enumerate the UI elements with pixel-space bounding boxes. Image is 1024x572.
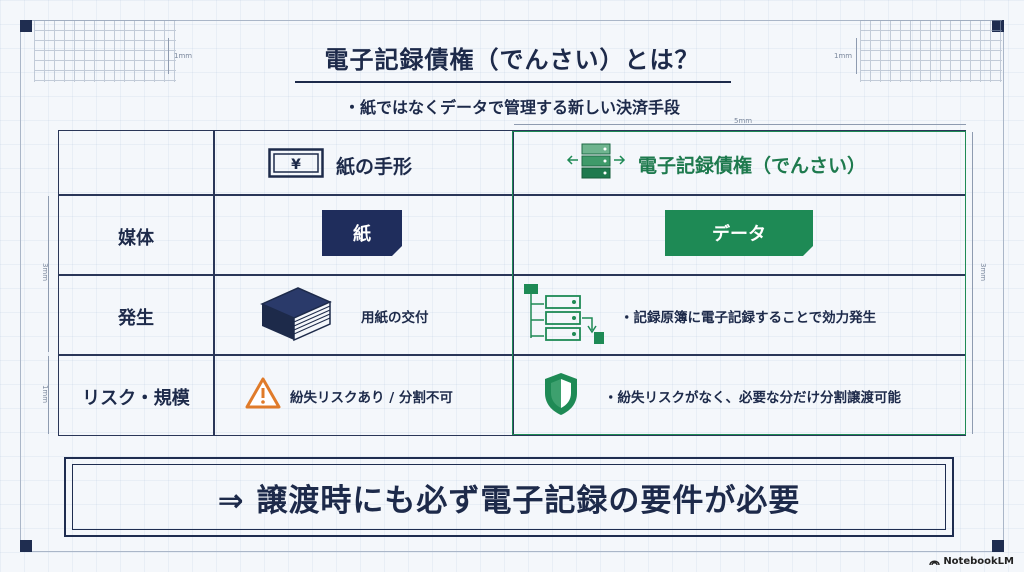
- row-label-medium: 媒体: [118, 228, 154, 249]
- yen-banknote-icon: ¥: [268, 148, 324, 182]
- dimension-label: 5mm: [734, 117, 753, 125]
- data-badge-label: データ: [712, 224, 766, 245]
- page-title: 電子記録債権（でんさい）とは？: [324, 46, 700, 74]
- badge-fold: [803, 246, 813, 256]
- dimension-line: [168, 38, 169, 74]
- svg-text:¥: ¥: [291, 157, 301, 173]
- warning-icon: [244, 376, 282, 414]
- dimension-label: 1mm: [834, 52, 853, 60]
- electronic-risk-text: ・紛失リスクがなく、必要な分だけ分割譲渡可能: [604, 390, 901, 406]
- notebooklm-logo: NotebookLM: [929, 556, 1014, 567]
- page-subtitle: ・紙ではなくデータで管理する新しい決済手段: [343, 98, 680, 117]
- dimension-label: 1mm: [174, 52, 193, 60]
- data-badge: データ: [665, 210, 813, 256]
- paper-stack-icon: [258, 284, 334, 348]
- column-header-electronic-label: 電子記録債権（でんさい）: [638, 154, 867, 177]
- dimension-line: [856, 38, 857, 74]
- notebooklm-logo-label: NotebookLM: [943, 556, 1014, 567]
- electronic-occurrence-text: ・記録原簿に電子記録することで効力発生: [620, 310, 877, 326]
- row-label-risk: リスク・規模: [82, 388, 190, 409]
- dimension-label: 3mm: [41, 262, 50, 282]
- notebooklm-logo-icon: [929, 560, 941, 566]
- dimension-line: [48, 356, 49, 434]
- column-divider: [512, 131, 514, 435]
- paper-occurrence-text: 用紙の交付: [361, 310, 429, 326]
- column-header-paper-label: 紙の手形: [336, 155, 413, 178]
- title-underline: [295, 81, 731, 83]
- conclusion-outer-frame: [64, 457, 954, 537]
- grid-decoration-left: [34, 20, 176, 82]
- page-frame: [20, 20, 1004, 552]
- column-header-paper: ¥ 紙の手形: [268, 148, 412, 182]
- row-label-occurrence: 発生: [118, 308, 154, 329]
- badge-fold: [392, 246, 402, 256]
- corner-mark-br: [992, 540, 1004, 552]
- dimension-line: [48, 196, 49, 352]
- conclusion-text: ⇒ 譲渡時にも必ず電子記録の要件が必要: [217, 482, 801, 519]
- server-flow-icon: [522, 282, 610, 352]
- paper-risk-text: 紛失リスクあり / 分割不可: [290, 390, 453, 406]
- paper-badge: 紙: [322, 210, 402, 256]
- dimension-line: [514, 124, 966, 125]
- dimension-label: 1mm: [41, 384, 50, 404]
- corner-mark-bl: [20, 540, 32, 552]
- server-sync-icon: [564, 142, 628, 186]
- shield-check-icon: [542, 371, 580, 421]
- column-header-electronic: 電子記録債権（でんさい）: [564, 142, 867, 186]
- dimension-label: 3mm: [979, 262, 988, 282]
- conclusion-box: ⇒ 譲渡時にも必ず電子記録の要件が必要: [72, 464, 946, 530]
- column-divider: [213, 131, 215, 435]
- grid-decoration-right: [860, 20, 1002, 82]
- paper-badge-label: 紙: [353, 224, 371, 245]
- corner-mark-tl: [20, 20, 32, 32]
- dimension-line: [972, 132, 973, 434]
